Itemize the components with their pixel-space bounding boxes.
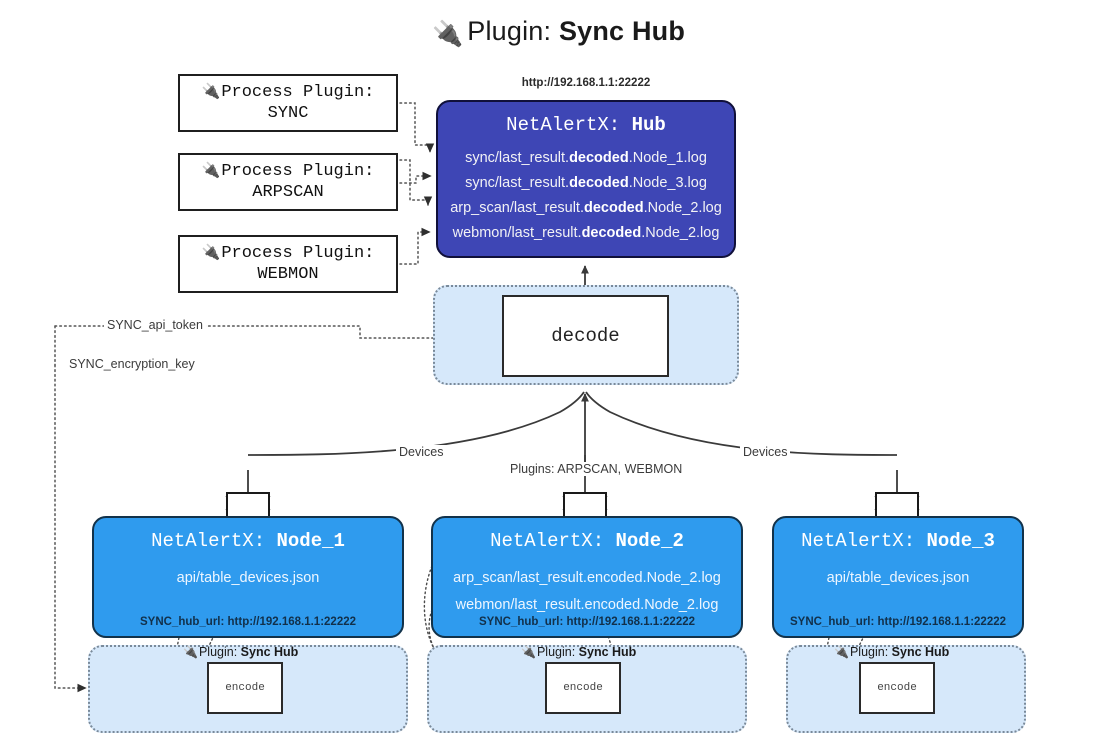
process-plugin-webmon-line1: 🔌Process Plugin: bbox=[202, 243, 375, 264]
node-2-hub-url: SYNC_hub_url: http://192.168.1.1:22222 bbox=[478, 616, 696, 628]
hub-log-mid: decoded bbox=[583, 200, 644, 216]
encode-group-2-label-lead: Plugin: bbox=[536, 645, 579, 659]
hub-log-post: .Node_2.log bbox=[641, 225, 720, 241]
process-plugin-webmon-title: Process Plugin: bbox=[221, 243, 375, 263]
electric-plug-icon: 🔌 bbox=[201, 160, 221, 179]
sync-encryption-key-label: SYNC_encryption_key bbox=[66, 357, 198, 371]
node-2-path: webmon/last_result.encoded.Node_2.log bbox=[455, 597, 719, 613]
devices-label-left: Devices bbox=[396, 445, 447, 459]
node-1-title-lead: NetAlertX: bbox=[151, 530, 277, 552]
sync-api-token-label: SYNC_api_token bbox=[104, 318, 206, 332]
hub-url-label: http://192.168.1.1:22222 bbox=[521, 77, 651, 89]
encode-group-2-label-strong: Sync Hub bbox=[578, 645, 637, 659]
electric-plug-icon: 🔌 bbox=[834, 645, 849, 659]
encode-group-3-label-strong: Sync Hub bbox=[891, 645, 950, 659]
process-plugin-sync-line1: 🔌Process Plugin: bbox=[202, 82, 375, 103]
node-1[interactable]: NetAlertX: Node_1 api/table_devices.json… bbox=[92, 516, 404, 638]
process-plugin-sync-name: SYNC bbox=[267, 104, 309, 123]
node-1-hub-url: SYNC_hub_url: http://192.168.1.1:22222 bbox=[139, 616, 357, 628]
devices-label-right: Devices bbox=[740, 445, 791, 459]
encode-group-1-label: 🔌Plugin: Sync Hub bbox=[183, 645, 298, 659]
process-plugin-arpscan-name: ARPSCAN bbox=[252, 183, 324, 202]
node-3-title-strong: Node_3 bbox=[926, 530, 995, 552]
node-2-title: NetAlertX: Node_2 bbox=[433, 530, 741, 552]
electric-plug-icon: 🔌 bbox=[183, 645, 198, 659]
hub-log-line: sync/last_result.decoded.Node_3.log bbox=[438, 171, 734, 196]
node-3-hub-url: SYNC_hub_url: http://192.168.1.1:22222 bbox=[789, 616, 1007, 628]
page-title-lead: Plugin: bbox=[467, 16, 559, 46]
encode-group-1-label-strong: Sync Hub bbox=[240, 645, 299, 659]
process-plugin-arpscan[interactable]: 🔌Process Plugin: ARPSCAN bbox=[178, 153, 398, 211]
hub-log-line: sync/last_result.decoded.Node_1.log bbox=[438, 146, 734, 171]
node-3-paths: api/table_devices.json bbox=[774, 565, 1022, 592]
hub-log-list: sync/last_result.decoded.Node_1.log sync… bbox=[438, 146, 734, 246]
plugins-label-mid: Plugins: ARPSCAN, WEBMON bbox=[507, 462, 686, 476]
hub-node[interactable]: NetAlertX: Hub sync/last_result.decoded.… bbox=[436, 100, 736, 258]
electric-plug-icon: 🔌 bbox=[201, 242, 221, 261]
hub-log-post: .Node_2.log bbox=[643, 200, 722, 216]
hub-log-pre: arp_scan/last_result. bbox=[450, 200, 584, 216]
encode-group-2-label: 🔌Plugin: Sync Hub bbox=[521, 645, 636, 659]
node-3-path: api/table_devices.json bbox=[826, 570, 970, 586]
page-title-strong: Sync Hub bbox=[558, 16, 686, 46]
node-3-title: NetAlertX: Node_3 bbox=[774, 530, 1022, 552]
node-1-title: NetAlertX: Node_1 bbox=[94, 530, 402, 552]
process-plugin-webmon-name: WEBMON bbox=[257, 265, 319, 284]
node-1-path: api/table_devices.json bbox=[176, 570, 320, 586]
node-2[interactable]: NetAlertX: Node_2 arp_scan/last_result.e… bbox=[431, 516, 743, 638]
process-plugin-sync-title: Process Plugin: bbox=[221, 82, 375, 102]
encode-group-3-label-lead: Plugin: bbox=[849, 645, 892, 659]
node-1-title-strong: Node_1 bbox=[276, 530, 345, 552]
node-2-paths: arp_scan/last_result.encoded.Node_2.log … bbox=[433, 565, 741, 619]
process-plugin-webmon[interactable]: 🔌Process Plugin: WEBMON bbox=[178, 235, 398, 293]
node-3[interactable]: NetAlertX: Node_3 api/table_devices.json… bbox=[772, 516, 1024, 638]
process-plugin-arpscan-line1: 🔌Process Plugin: bbox=[202, 161, 375, 182]
hub-log-pre: sync/last_result. bbox=[465, 175, 570, 191]
node-2-title-lead: NetAlertX: bbox=[490, 530, 616, 552]
node-2-title-strong: Node_2 bbox=[615, 530, 684, 552]
encode-box-2[interactable]: encode bbox=[545, 662, 621, 714]
hub-log-post: .Node_1.log bbox=[628, 150, 707, 166]
hub-log-pre: sync/last_result. bbox=[465, 150, 570, 166]
page-title: 🔌Plugin: Sync Hub bbox=[0, 16, 1117, 49]
node-2-path: arp_scan/last_result.encoded.Node_2.log bbox=[453, 570, 721, 586]
electric-plug-icon: 🔌 bbox=[431, 20, 464, 48]
node-1-paths: api/table_devices.json bbox=[94, 565, 402, 592]
electric-plug-icon: 🔌 bbox=[201, 81, 221, 100]
hub-title-strong: Hub bbox=[631, 114, 666, 136]
hub-log-mid: decoded bbox=[581, 225, 642, 241]
hub-log-mid: decoded bbox=[569, 150, 629, 166]
electric-plug-icon: 🔌 bbox=[521, 645, 536, 659]
encode-group-1-label-lead: Plugin: bbox=[198, 645, 241, 659]
encode-group-3-label: 🔌Plugin: Sync Hub bbox=[834, 645, 949, 659]
node-3-title-lead: NetAlertX: bbox=[801, 530, 927, 552]
hub-title-lead: NetAlertX: bbox=[506, 114, 632, 136]
decode-box[interactable]: decode bbox=[502, 295, 669, 377]
hub-log-post: .Node_3.log bbox=[628, 175, 707, 191]
process-plugin-sync[interactable]: 🔌Process Plugin: SYNC bbox=[178, 74, 398, 132]
hub-title: NetAlertX: Hub bbox=[438, 114, 734, 136]
hub-log-mid: decoded bbox=[569, 175, 629, 191]
hub-log-line: webmon/last_result.decoded.Node_2.log bbox=[438, 221, 734, 246]
process-plugin-arpscan-title: Process Plugin: bbox=[221, 161, 375, 181]
encode-box-3[interactable]: encode bbox=[859, 662, 935, 714]
hub-log-line: arp_scan/last_result.decoded.Node_2.log bbox=[438, 196, 734, 221]
hub-log-pre: webmon/last_result. bbox=[452, 225, 582, 241]
encode-box-1[interactable]: encode bbox=[207, 662, 283, 714]
